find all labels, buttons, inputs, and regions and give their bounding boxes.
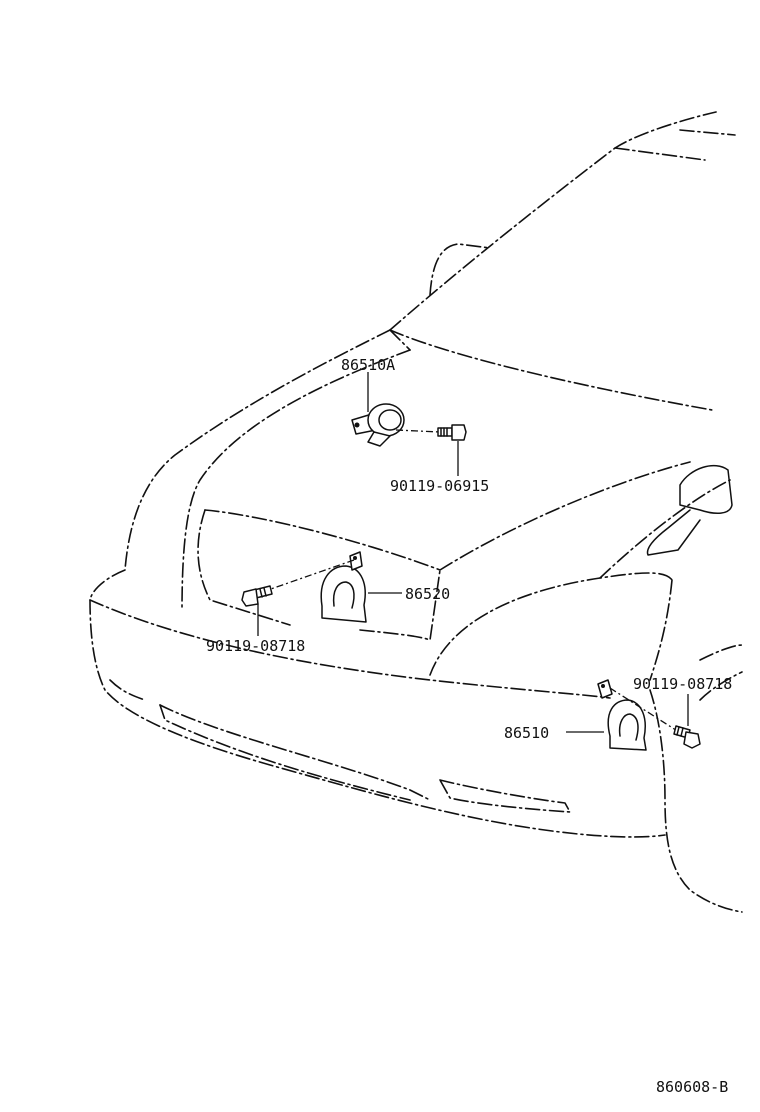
horn-right-86510 (597, 679, 647, 751)
horn-lower-86520 (320, 551, 367, 623)
label-86520: 86520 (405, 585, 450, 603)
dashline-upper-bolt (395, 429, 441, 433)
label-86510: 86510 (504, 724, 549, 742)
bolt-left (241, 585, 273, 607)
label-86510A: 86510A (341, 356, 395, 374)
bolt-right (673, 725, 701, 749)
figure-code: 860608-B (656, 1078, 728, 1096)
bolt-upper (437, 424, 467, 441)
horn-upper-86510A (351, 403, 405, 447)
label-90119-08718-left: 90119-08718 (206, 637, 305, 655)
dashline-left-bolt (267, 559, 355, 591)
vehicle-body-outline (89, 111, 743, 913)
label-90119-06915: 90119-06915 (390, 477, 489, 495)
label-90119-08718-right: 90119-08718 (633, 675, 732, 693)
dashline-right-bolt (609, 687, 683, 735)
